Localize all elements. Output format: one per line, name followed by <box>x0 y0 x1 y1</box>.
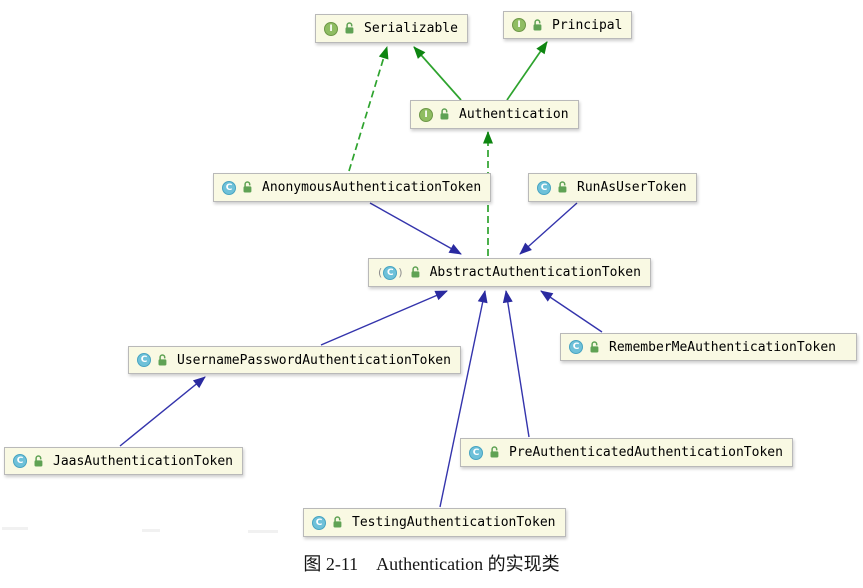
class-name-label: RememberMeAuthenticationToken <box>609 339 836 355</box>
edge-authentication-principal-extends <box>506 41 548 101</box>
public-lock-icon <box>558 181 567 193</box>
class-node-runas[interactable]: C RunAsUserToken <box>528 173 697 202</box>
class-node-testing[interactable]: C TestingAuthenticationToken <box>303 508 566 537</box>
public-lock-icon <box>411 266 419 278</box>
public-lock-icon <box>34 454 43 466</box>
public-lock-icon <box>533 18 542 30</box>
class-node-jaas[interactable]: C JaasAuthenticationToken <box>4 447 244 475</box>
class-icon: C <box>312 515 326 530</box>
interface-icon: I <box>324 21 338 36</box>
public-lock-icon <box>590 340 599 352</box>
class-node-abstract[interactable]: (C) AbstractAuthenticationToken <box>368 258 651 287</box>
class-name-label: Serializable <box>364 21 458 36</box>
class-icon: C <box>569 340 583 354</box>
class-node-authentication[interactable]: I Authentication <box>410 100 579 129</box>
class-name-label: AbstractAuthenticationToken <box>429 265 641 280</box>
public-lock-icon <box>333 516 342 528</box>
class-node-principal[interactable]: I Principal <box>503 11 633 39</box>
class-node-username[interactable]: C UsernamePasswordAuthenticationToken <box>128 346 461 374</box>
class-icon: C <box>469 445 483 460</box>
interface-icon: I <box>419 107 433 122</box>
public-lock-icon <box>440 108 449 120</box>
class-node-anonymous[interactable]: C AnonymousAuthenticationToken <box>213 173 492 202</box>
class-name-label: RunAsUserToken <box>577 180 687 195</box>
class-node-rememberme[interactable]: C RememberMeAuthenticationToken <box>560 333 857 361</box>
public-lock-icon <box>158 353 167 365</box>
edge-anonymous-abstract-extends <box>369 202 462 255</box>
edge-preauth-abstract-extends <box>502 290 530 438</box>
edge-jaas-username-extends <box>119 376 206 447</box>
class-node-serializable[interactable]: I Serializable <box>315 14 468 43</box>
class-icon: C <box>137 353 151 367</box>
class-name-label: JaasAuthenticationToken <box>53 453 234 469</box>
edge-anonymous-serializable-implements <box>348 46 389 172</box>
class-name-label: UsernamePasswordAuthenticationToken <box>177 352 451 368</box>
class-name-label: Principal <box>552 17 623 33</box>
watermark-artifact <box>2 527 28 530</box>
abstract-marker: ) <box>398 266 403 279</box>
edge-testing-abstract-extends <box>439 290 488 508</box>
class-name-label: Authentication <box>459 107 569 122</box>
edge-username-abstract-extends <box>320 290 448 346</box>
watermark-artifact <box>142 529 160 532</box>
abstract-marker: ( <box>378 266 383 279</box>
public-lock-icon <box>490 446 499 458</box>
class-icon: C <box>13 454 27 468</box>
public-lock-icon <box>345 22 354 34</box>
interface-icon: I <box>512 18 526 32</box>
abstract-class-icon: C <box>383 265 398 280</box>
edge-runas-abstract-extends <box>519 202 578 255</box>
class-name-label: AnonymousAuthenticationToken <box>262 180 482 195</box>
class-icon: C <box>537 180 551 195</box>
class-name-label: PreAuthenticatedAuthenticationToken <box>509 445 783 460</box>
figure-caption: 图 2-11 Authentication 的实现类 <box>303 554 560 574</box>
watermark-artifact <box>248 530 278 533</box>
class-name-label: TestingAuthenticationToken <box>352 515 556 530</box>
public-lock-icon <box>243 181 252 193</box>
class-icon: C <box>222 180 236 195</box>
class-node-preauth[interactable]: C PreAuthenticatedAuthenticationToken <box>460 438 793 467</box>
edge-authentication-serializable-extends <box>413 46 462 101</box>
edge-rememberme-abstract-extends <box>540 290 603 333</box>
